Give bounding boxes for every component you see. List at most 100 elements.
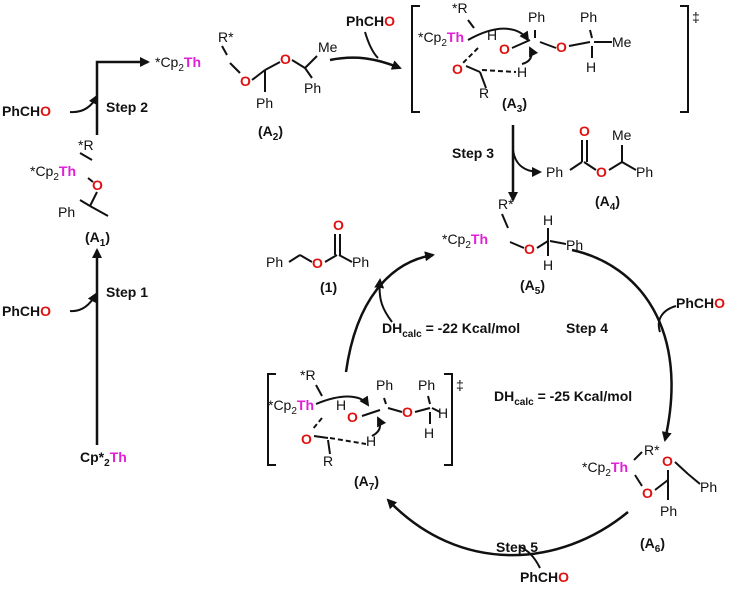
svg-text:H: H <box>487 27 497 43</box>
svg-text:O: O <box>92 177 103 193</box>
svg-text:*Cp2Th: *Cp2Th <box>268 397 314 417</box>
thorium-precursor: Cp*2Th <box>80 449 127 469</box>
svg-text:PhCHO: PhCHO <box>2 303 51 319</box>
svg-text:(A4): (A4) <box>595 193 620 213</box>
svg-text:Me: Me <box>612 34 632 50</box>
svg-text:Cp*2Th: Cp*2Th <box>80 449 127 469</box>
svg-text:H: H <box>586 59 596 75</box>
svg-text:O: O <box>662 453 673 469</box>
svg-text:O: O <box>280 51 291 67</box>
svg-text:O: O <box>556 39 567 55</box>
svg-text:R: R <box>479 85 489 101</box>
svg-text:*R: *R <box>300 367 316 383</box>
svg-text:Ph: Ph <box>256 95 273 111</box>
svg-text:*Cp2Th: *Cp2Th <box>155 54 201 74</box>
intermediate-a2: *Cp2Th R* O O Me Ph Ph (A2) <box>155 29 338 143</box>
svg-text:H: H <box>543 257 553 273</box>
transition-state-a7: ‡ *R *Cp2Th H O O R H Ph O Ph H H (A7) <box>267 367 464 493</box>
svg-text:Ph: Ph <box>700 479 717 495</box>
svg-text:Me: Me <box>612 127 632 143</box>
step2-arrow <box>95 57 150 135</box>
svg-text:O: O <box>579 123 590 139</box>
svg-text:*Cp2Th: *Cp2Th <box>442 231 488 251</box>
svg-text:PhCHO: PhCHO <box>346 13 395 29</box>
step1-label: Step 1 <box>106 284 148 300</box>
svg-text:O: O <box>301 431 312 447</box>
regeneration-cycle-arrow <box>344 251 435 373</box>
svg-text:Me: Me <box>318 39 338 55</box>
svg-text:‡: ‡ <box>456 377 464 393</box>
svg-text:O: O <box>312 255 323 271</box>
svg-text:O: O <box>524 241 535 257</box>
svg-text:Ph: Ph <box>546 164 563 180</box>
product1-release-arrow <box>374 278 393 323</box>
svg-text:O: O <box>642 485 653 501</box>
step5-cycle-arrow <box>386 498 629 557</box>
svg-text:PhCHO: PhCHO <box>676 295 725 311</box>
intermediate-a5: R* *Cp2Th O H H Ph (A5) <box>442 196 583 297</box>
svg-text:O: O <box>347 409 358 425</box>
svg-text:O: O <box>596 164 607 180</box>
benzaldehyde-reagent-3: PhCHO <box>346 13 395 59</box>
svg-text:*R: *R <box>78 137 94 153</box>
step4-label: Step 4 <box>566 320 608 336</box>
svg-text:O: O <box>333 217 344 233</box>
svg-text:‡: ‡ <box>692 9 700 25</box>
svg-text:(A1): (A1) <box>85 229 110 249</box>
svg-text:*Cp2Th: *Cp2Th <box>582 459 628 479</box>
svg-text:*Cp2Th: *Cp2Th <box>418 29 464 49</box>
benzaldehyde-reagent-2: PhCHO <box>2 94 98 119</box>
svg-text:Ph: Ph <box>636 164 653 180</box>
svg-text:(A3): (A3) <box>502 95 527 115</box>
svg-text:Ph: Ph <box>376 377 393 393</box>
svg-text:R: R <box>323 453 333 469</box>
ester-product-a4: Ph O O Me Ph (A4) <box>546 123 653 213</box>
svg-text:O: O <box>240 73 251 89</box>
benzaldehyde-reagent-4: PhCHO <box>657 295 725 333</box>
svg-text:Ph: Ph <box>266 254 283 270</box>
svg-text:*Cp2Th: *Cp2Th <box>30 163 76 183</box>
benzaldehyde-reagent-5: PhCHO <box>519 546 569 585</box>
svg-text:PhCHO: PhCHO <box>520 569 569 585</box>
svg-text:(A7): (A7) <box>354 473 379 493</box>
svg-text:R*: R* <box>218 29 234 45</box>
a4-release-arrow <box>512 149 542 177</box>
svg-text:H: H <box>424 425 434 441</box>
svg-text:(1): (1) <box>320 279 337 295</box>
energy-step-cycle-2: DHcalc = -25 Kcal/mol <box>494 388 632 408</box>
svg-text:PhCHO: PhCHO <box>2 103 51 119</box>
ester-product-1: Ph O O Ph (1) <box>266 217 369 295</box>
intermediate-a6: *Cp2Th R* O O Ph Ph (A6) <box>582 442 717 555</box>
transition-state-a3: ‡ *R *Cp2Th H O O R H Ph O Ph Me H (A3) <box>411 0 700 115</box>
svg-text:H: H <box>438 405 448 421</box>
svg-text:Ph: Ph <box>528 9 545 25</box>
svg-text:R*: R* <box>644 442 660 458</box>
step5-label: Step 5 <box>496 539 538 555</box>
step2-label: Step 2 <box>106 99 148 115</box>
energy-step-cycle-1: DHcalc = -22 Kcal/mol <box>382 320 520 340</box>
svg-text:Ph: Ph <box>352 254 369 270</box>
svg-text:Ph: Ph <box>660 503 677 519</box>
step4-cycle-arrow <box>571 248 673 442</box>
benzaldehyde-reagent-1: PhCHO <box>2 292 97 319</box>
svg-text:Ph: Ph <box>304 80 321 96</box>
svg-text:H: H <box>366 433 376 449</box>
svg-text:Ph: Ph <box>566 237 583 253</box>
svg-text:Ph: Ph <box>580 9 597 25</box>
svg-text:Ph: Ph <box>58 204 75 220</box>
svg-text:H: H <box>543 212 553 228</box>
svg-text:O: O <box>452 61 463 77</box>
svg-text:O: O <box>499 41 510 57</box>
svg-text:H: H <box>336 397 346 413</box>
svg-text:Ph: Ph <box>418 377 435 393</box>
svg-text:H: H <box>517 64 527 80</box>
svg-text:(A5): (A5) <box>520 277 545 297</box>
svg-text:*R: *R <box>452 0 468 16</box>
step3-label: Step 3 <box>452 145 494 161</box>
a2-to-a3-arrow <box>329 56 402 70</box>
svg-text:R*: R* <box>498 196 514 212</box>
svg-text:(A6): (A6) <box>640 535 665 555</box>
intermediate-a1: *R *Cp2Th O Ph (A1) <box>30 137 110 249</box>
svg-text:(A2): (A2) <box>258 123 283 143</box>
